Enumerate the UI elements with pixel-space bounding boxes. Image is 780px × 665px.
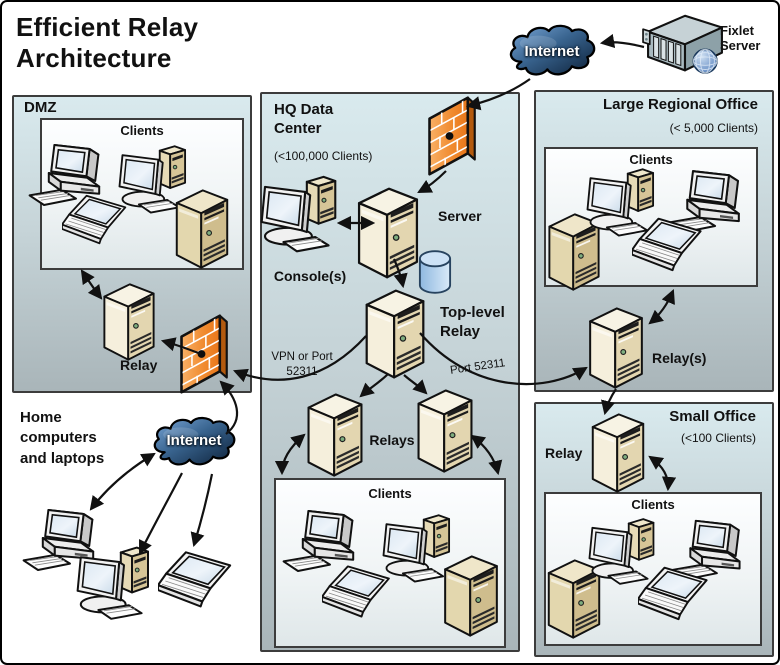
console-label: Console(s) [273, 268, 347, 284]
arrow-dmz-clients-relay [80, 269, 103, 300]
fixlet-server-label: Fixlet Server [720, 23, 761, 53]
hq-clients-label: Clients [368, 486, 412, 501]
small-office-title: Small Office [669, 408, 756, 425]
internet-top-label: Internet [524, 43, 580, 60]
relays-label: Relays [369, 432, 415, 448]
arrow-so-relay-clients [648, 455, 677, 492]
arrow-home-internet-desktop [89, 452, 156, 511]
internet-home-label: Internet [166, 432, 222, 449]
home-computers-label: Home computers and laptops [20, 409, 105, 467]
lro-subtitle: (< 5,000 Clients) [669, 121, 758, 135]
arrow-home-internet-to-workstation [139, 472, 183, 555]
arrow-hq-firewall-to-server [417, 170, 447, 194]
arrow-dmz-firewall-to-relay [160, 337, 202, 356]
dmz-title: DMZ [24, 99, 57, 116]
vpn-port-label: VPN or Port 52311 [271, 351, 333, 378]
hq-title: HQ Data Center [274, 101, 334, 137]
dmz-relay-label: Relay [120, 357, 158, 373]
diagram-title: Efficient Relay Architecture [16, 12, 199, 74]
lro-title: Large Regional Office [602, 96, 758, 113]
arrow-fixlet-to-internet [599, 33, 645, 49]
arrow-right-relay-clients [470, 434, 503, 476]
lro-relay-label: Relay(s) [652, 350, 707, 366]
small-office-clients-label: Clients [631, 497, 675, 512]
arrow-top-relay-to-right-relay [403, 374, 428, 395]
top-level-relay-label: Top-level Relay [440, 304, 505, 340]
arrow-left-relay-clients [274, 433, 306, 476]
arrow-top-relay-to-left-relay [359, 373, 389, 398]
lro-clients-label: Clients [629, 152, 673, 167]
hq-subtitle: (<100,000 Clients) [274, 149, 373, 163]
arrow-lro-relay-to-so-relay [601, 388, 617, 416]
server-label: Server [438, 208, 482, 224]
dmz-clients-label: Clients [120, 123, 164, 138]
small-office-subtitle: (<100 Clients) [680, 431, 756, 445]
arrow-top-relay-to-dmz-firewall [233, 335, 367, 383]
arrow-server-to-top-relay [392, 258, 408, 289]
arrow-home-internet-to-laptop [190, 473, 214, 548]
arrow-home-internet-to-dmz-firewall [219, 380, 239, 435]
arrow-lro-relay-clients [648, 289, 675, 325]
small-office-relay-label: Relay [545, 445, 583, 461]
arrow-internet-to-hq-firewall [465, 78, 531, 111]
arrow-top-relay-to-lro-relay [419, 332, 588, 386]
